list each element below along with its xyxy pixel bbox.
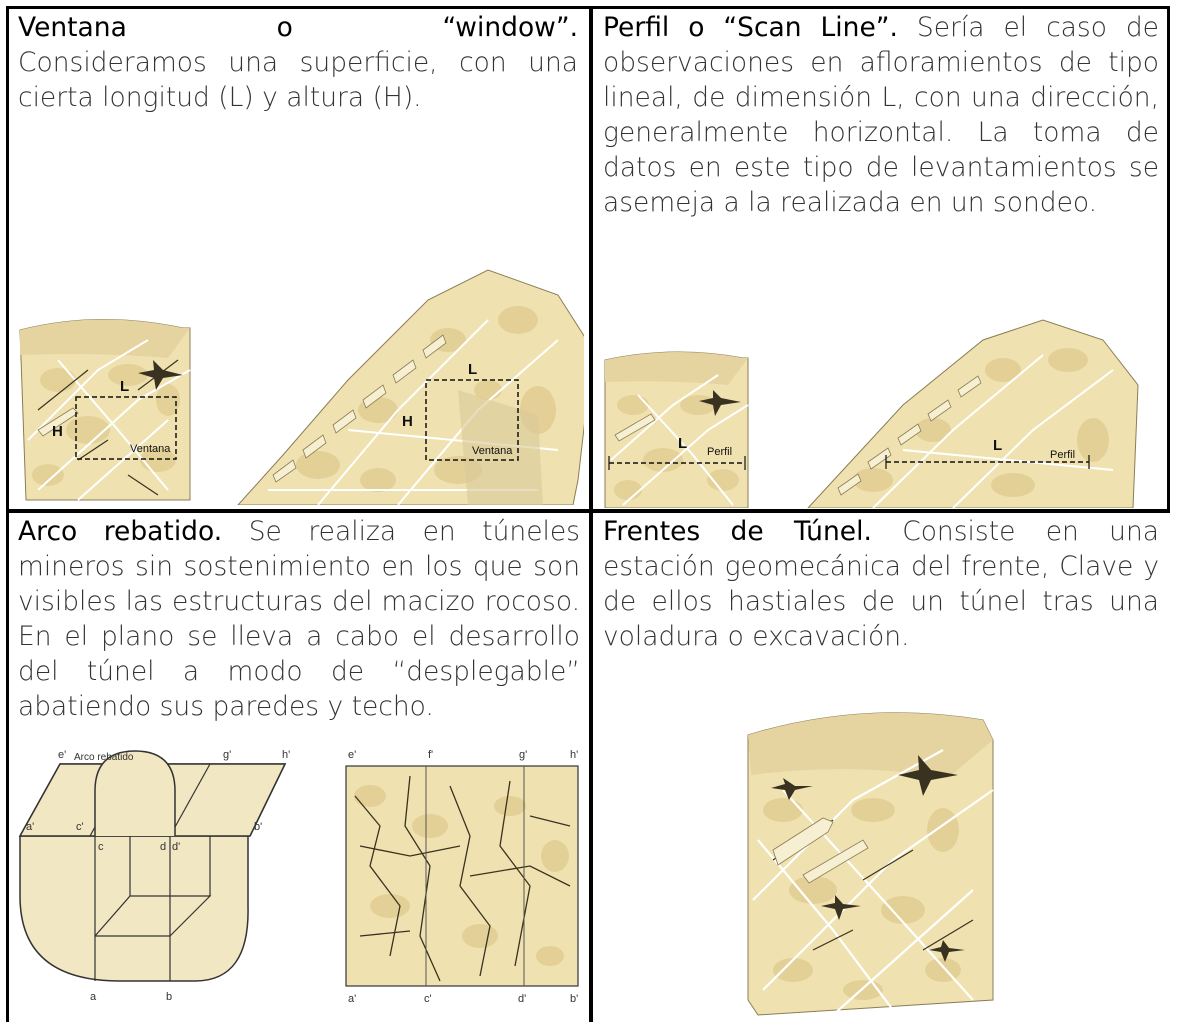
cell-frentes: Frentes de Túnel. Consiste en una estaci… bbox=[603, 514, 1163, 1022]
arco-text: Arco rebatido. Se realiza en túneles min… bbox=[18, 514, 580, 724]
perfil-text: Perfil o “Scan Line”. Sería el caso de o… bbox=[603, 10, 1159, 220]
map-pt-d1: d' bbox=[518, 993, 526, 1005]
label-ventana-slope: Ventana bbox=[472, 445, 513, 457]
pt-c1: c' bbox=[76, 821, 84, 833]
label-L-slope: L bbox=[468, 361, 477, 378]
label-L-block: L bbox=[678, 435, 687, 452]
pt-a: a bbox=[90, 991, 97, 1003]
center-vertical-rule bbox=[589, 6, 593, 1022]
pt-b: b bbox=[166, 991, 172, 1003]
arco-figure: Arco rebatido e' g' h' a' c' b' c d d' a… bbox=[18, 749, 579, 1005]
arco-heading: Arco rebatido. bbox=[18, 516, 223, 547]
cell-ventana: Ventana o “window”. Consideramos una sup… bbox=[18, 10, 584, 508]
arco-body: Se realiza en túneles mineros sin sosten… bbox=[18, 516, 580, 722]
map-pt-a1: a' bbox=[348, 993, 356, 1005]
pt-e1: e' bbox=[58, 749, 66, 761]
middle-horizontal-rule bbox=[6, 509, 1170, 513]
label-H-slope: H bbox=[402, 413, 413, 430]
document-grid: Ventana o “window”. Consideramos una sup… bbox=[6, 6, 1170, 1022]
map-pt-e1: e' bbox=[348, 749, 356, 761]
pt-dd: d' bbox=[172, 841, 180, 853]
perfil-heading: Perfil o “Scan Line”. bbox=[603, 12, 898, 43]
pt-a1: a' bbox=[26, 821, 34, 833]
cell-perfil: Perfil o “Scan Line”. Sería el caso de o… bbox=[603, 10, 1163, 508]
ventana-body: Consideramos una superficie, con una cie… bbox=[18, 47, 578, 113]
arco-fig-title: Arco rebatido bbox=[74, 752, 134, 763]
label-L-slope2: L bbox=[993, 437, 1002, 454]
label-perfil-block: Perfil bbox=[707, 446, 732, 458]
cell-arco: Arco rebatido. Se realiza en túneles min… bbox=[18, 514, 584, 1022]
label-H: H bbox=[52, 423, 63, 440]
frentes-text: Frentes de Túnel. Consiste en una estaci… bbox=[603, 514, 1159, 654]
frentes-body: Consiste en una estación geomecánica del… bbox=[603, 516, 1159, 652]
map-pt-f1: f' bbox=[428, 749, 433, 761]
label-perfil-slope: Perfil bbox=[1050, 449, 1075, 461]
frentes-figure bbox=[747, 712, 994, 1016]
ventana-text: Ventana o “window”. Consideramos una sup… bbox=[18, 10, 578, 115]
map-pt-c1: c' bbox=[424, 993, 432, 1005]
label-L: L bbox=[120, 378, 129, 395]
map-pt-h1: h' bbox=[570, 749, 578, 761]
pt-b1: b' bbox=[254, 821, 262, 833]
ventana-heading: Ventana o “window”. bbox=[18, 12, 578, 43]
pt-c: c bbox=[98, 841, 104, 853]
label-ventana: Ventana bbox=[130, 443, 171, 455]
top-border bbox=[6, 6, 1170, 9]
left-border bbox=[6, 6, 9, 1022]
perfil-figure: L Perfil L Perfil bbox=[604, 319, 1139, 508]
pt-h1: h' bbox=[282, 749, 290, 761]
pt-g1: g' bbox=[223, 749, 231, 761]
ventana-figure: L H Ventana L H Ve bbox=[19, 269, 584, 505]
map-pt-b1: b' bbox=[570, 993, 578, 1005]
right-border bbox=[1167, 6, 1170, 513]
perfil-body: Sería el caso de observaciones en aflora… bbox=[603, 12, 1159, 218]
pt-d: d bbox=[160, 841, 166, 853]
frentes-heading: Frentes de Túnel. bbox=[603, 516, 872, 547]
map-pt-g1: g' bbox=[519, 749, 527, 761]
